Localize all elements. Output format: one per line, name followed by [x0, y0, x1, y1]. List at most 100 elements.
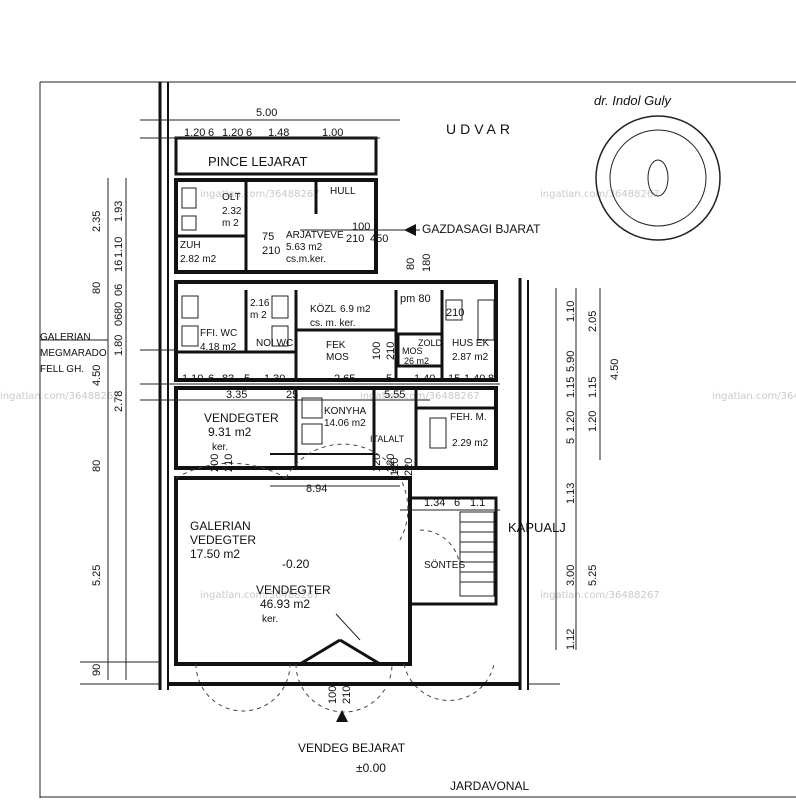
room-area: 6.9 m2 — [340, 304, 371, 315]
neighbour-label: GALERIAN — [40, 332, 91, 343]
room-label: HULL — [330, 186, 356, 197]
sidewalk-label: JARDAVONAL — [450, 779, 529, 793]
middle-block — [174, 280, 498, 382]
watermark: ingatlan.com/36488267 — [200, 590, 320, 601]
watermark: ingatlan.com/36488267 — [200, 189, 320, 200]
door-size: 100 — [327, 686, 339, 704]
courtyard-label: UDVAR — [446, 121, 514, 137]
elevation-label: ±0.00 — [356, 761, 386, 775]
dimension-text: 15 — [448, 373, 460, 385]
door-size: 210 — [262, 245, 280, 257]
door-size: 210 — [341, 686, 353, 704]
room-label: ZOLD — [418, 338, 443, 348]
room-area: 2.87 m2 — [452, 352, 489, 363]
store-room — [396, 332, 444, 368]
watermark: ingatlan.com/36488267 — [360, 391, 480, 402]
elevation-label: -0.20 — [282, 557, 310, 571]
door-size: 210 — [385, 342, 397, 360]
room-label: ITALALT — [370, 434, 405, 444]
room-label: VENDEGTER — [256, 583, 331, 597]
dimension-text: 2.05 — [587, 311, 599, 332]
sanitary-fixtures — [181, 187, 495, 449]
dimension-text: 2.65 — [334, 373, 355, 385]
door-swings — [175, 443, 495, 713]
door-size: 100 — [352, 221, 370, 233]
dimension-text: 2.78 — [113, 391, 125, 412]
staircase — [459, 511, 495, 597]
dimension-text: 1.48 — [268, 127, 289, 139]
dimension-text: 6 — [208, 373, 214, 385]
room-area: 26 m2 — [404, 356, 429, 366]
room-area: m 2 — [250, 310, 267, 321]
dimension-text: 1.80 — [113, 335, 125, 356]
door-size: 210 — [446, 307, 464, 319]
dimension-text: 06 — [113, 284, 125, 296]
signature: dr. Indol Guly — [594, 93, 672, 108]
room-floor: cs.m.ker. — [286, 254, 326, 265]
room-area: 2.82 m2 — [180, 254, 217, 265]
dimension-text: 1.10 — [182, 373, 203, 385]
dimension-text: 5.00 — [256, 107, 277, 119]
door-size: 120 — [371, 454, 383, 472]
door-size: 450 — [370, 233, 388, 245]
watermark: ingatlan.com/36488267 — [540, 189, 660, 200]
door-size: 220 — [403, 458, 415, 476]
room-area: 4.18 m2 — [200, 342, 237, 353]
room-area: 2.29 m2 — [452, 438, 489, 449]
room-area: m 2 — [222, 218, 239, 229]
room-floor: cs. m. ker. — [310, 318, 356, 329]
door-size: 180 — [421, 254, 433, 272]
room-label: FEK — [326, 340, 346, 351]
dimension-text: 6 — [454, 497, 460, 509]
room-label: MOS — [402, 346, 423, 356]
room-label: KÖZL — [310, 303, 337, 315]
room-label: VEDEGTER — [190, 533, 256, 547]
dimension-text: 90 — [91, 664, 103, 676]
rear-block — [174, 178, 378, 274]
dimension-text: 1.15 — [565, 377, 577, 398]
watermark: ingatlan.com/36488267 — [0, 391, 120, 402]
room-area: 17.50 m2 — [190, 547, 240, 561]
door-size: 80 — [405, 258, 417, 270]
dimension-text: 3.35 — [226, 389, 247, 401]
dimension-text: 5 — [565, 438, 577, 444]
dimension-text: 1.40 — [464, 373, 485, 385]
dimension-text: 1.20 — [565, 411, 577, 432]
dimension-text: 4.50 — [609, 359, 621, 380]
dimension-text: 1.10 — [113, 237, 125, 258]
room-label: OLT — [222, 192, 241, 203]
dimension-text: 1.00 — [322, 127, 343, 139]
door-size: 220 — [385, 454, 397, 472]
guest-entrance-arrow-icon — [336, 710, 348, 722]
door-size: pm 80 — [400, 293, 431, 305]
dimension-text: 16 — [113, 260, 125, 272]
dimension-text: 1.15 — [587, 377, 599, 398]
dimension-text: 1.40 — [414, 373, 435, 385]
dimension-text: 6 — [208, 127, 214, 139]
room-label: ZUH — [180, 240, 201, 251]
room-label: GALERIAN — [190, 519, 251, 533]
dimension-text: 1.20 — [184, 127, 205, 139]
room-label: FFI. WC — [200, 328, 237, 339]
neighbour-label: MEGMARADO — [40, 348, 107, 359]
service-entrance-label: GAZDASAGI BJARAT — [422, 222, 541, 236]
door-size: 210 — [346, 233, 364, 245]
dimension-text: 1.12 — [565, 629, 577, 650]
service-entrance-arrow-icon — [404, 224, 416, 236]
watermark: ingatlan.com/36488267 — [540, 590, 660, 601]
dimension-text: 25 — [286, 389, 298, 401]
main-hall — [174, 476, 412, 666]
dimension-text: 83 — [222, 373, 234, 385]
gateway-label: KAPUALJ — [508, 520, 566, 535]
guest-entrance-label: VENDEG BEJARAT — [298, 741, 406, 755]
dimension-text: 8 — [488, 373, 494, 385]
room-area: 2.16 — [250, 298, 270, 309]
dimension-text: 8.94 — [306, 483, 327, 495]
dimension-text: 1.34 — [424, 497, 445, 509]
front-block — [174, 386, 498, 470]
official-stamp — [595, 115, 721, 241]
dimension-text: 5.25 — [91, 565, 103, 586]
dimension-text: 80 — [113, 302, 125, 314]
bar-area — [408, 496, 498, 606]
